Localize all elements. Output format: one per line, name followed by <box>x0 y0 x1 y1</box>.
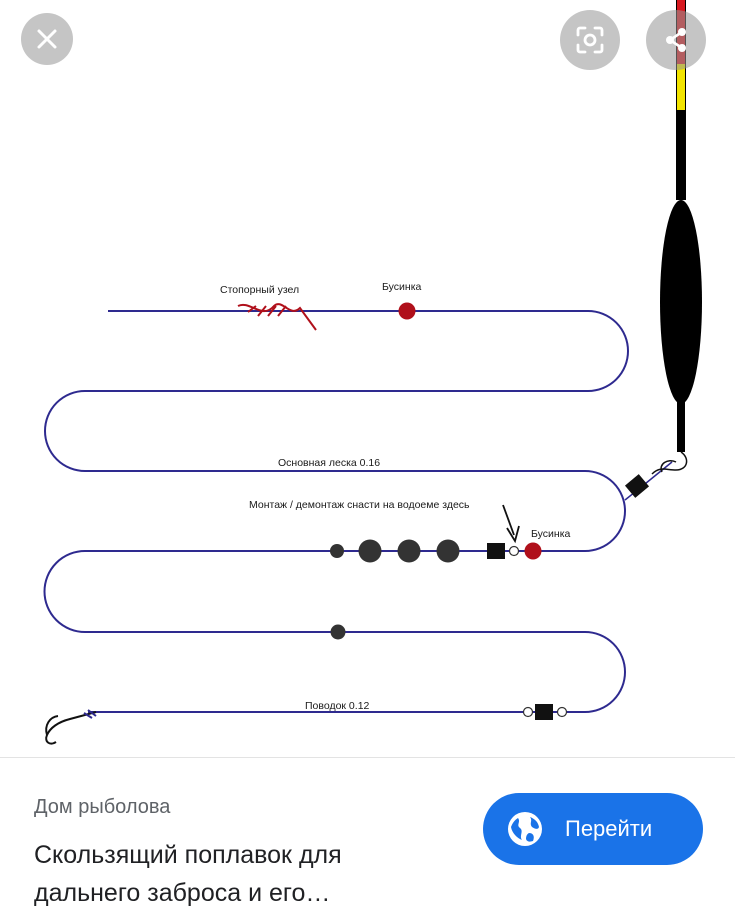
lens-button[interactable] <box>560 10 620 70</box>
arrow-icon <box>502 504 515 536</box>
fishing-rig-diagram: Стопорный узел Бусинка Основная леска 0.… <box>43 0 702 745</box>
label-main-line: Основная леска 0.16 <box>278 457 380 469</box>
label-mount: Монтаж / демонтаж снасти на водоеме здес… <box>249 499 470 511</box>
stop-knot <box>237 303 317 331</box>
bead-top <box>398 302 416 320</box>
share-icon <box>666 28 686 52</box>
label-bead-top: Бусинка <box>382 281 422 293</box>
lens-icon <box>576 26 604 54</box>
source-name[interactable]: Дом рыболова <box>34 796 171 818</box>
swivel-bottom <box>535 704 553 720</box>
hook-icon <box>45 709 97 745</box>
label-stop-knot: Стопорный узел <box>220 284 299 296</box>
share-button[interactable] <box>646 10 706 70</box>
visit-button[interactable]: Перейти <box>483 793 703 865</box>
ring-bottom-left <box>522 706 534 718</box>
result-title[interactable]: Скользящий поплавок для дальнего заброса… <box>34 841 342 907</box>
bead-mid <box>524 542 542 560</box>
label-bead-mid: Бусинка <box>531 528 571 540</box>
shot-weight <box>330 624 346 640</box>
close-button[interactable] <box>21 13 73 65</box>
close-icon <box>37 29 57 49</box>
ring-bottom-right <box>556 706 568 718</box>
swivel-mid <box>487 543 505 559</box>
label-leader: Поводок 0.12 <box>305 700 370 712</box>
visit-label: Перейти <box>565 816 653 841</box>
ring-mid <box>508 545 520 557</box>
result-card: Дом рыболова Скользящий поплавок для дал… <box>0 757 735 918</box>
fishing-line <box>43 310 629 713</box>
float-snap <box>651 451 688 475</box>
swivel-float <box>624 474 650 498</box>
globe-icon <box>505 809 545 849</box>
weights <box>330 539 460 563</box>
